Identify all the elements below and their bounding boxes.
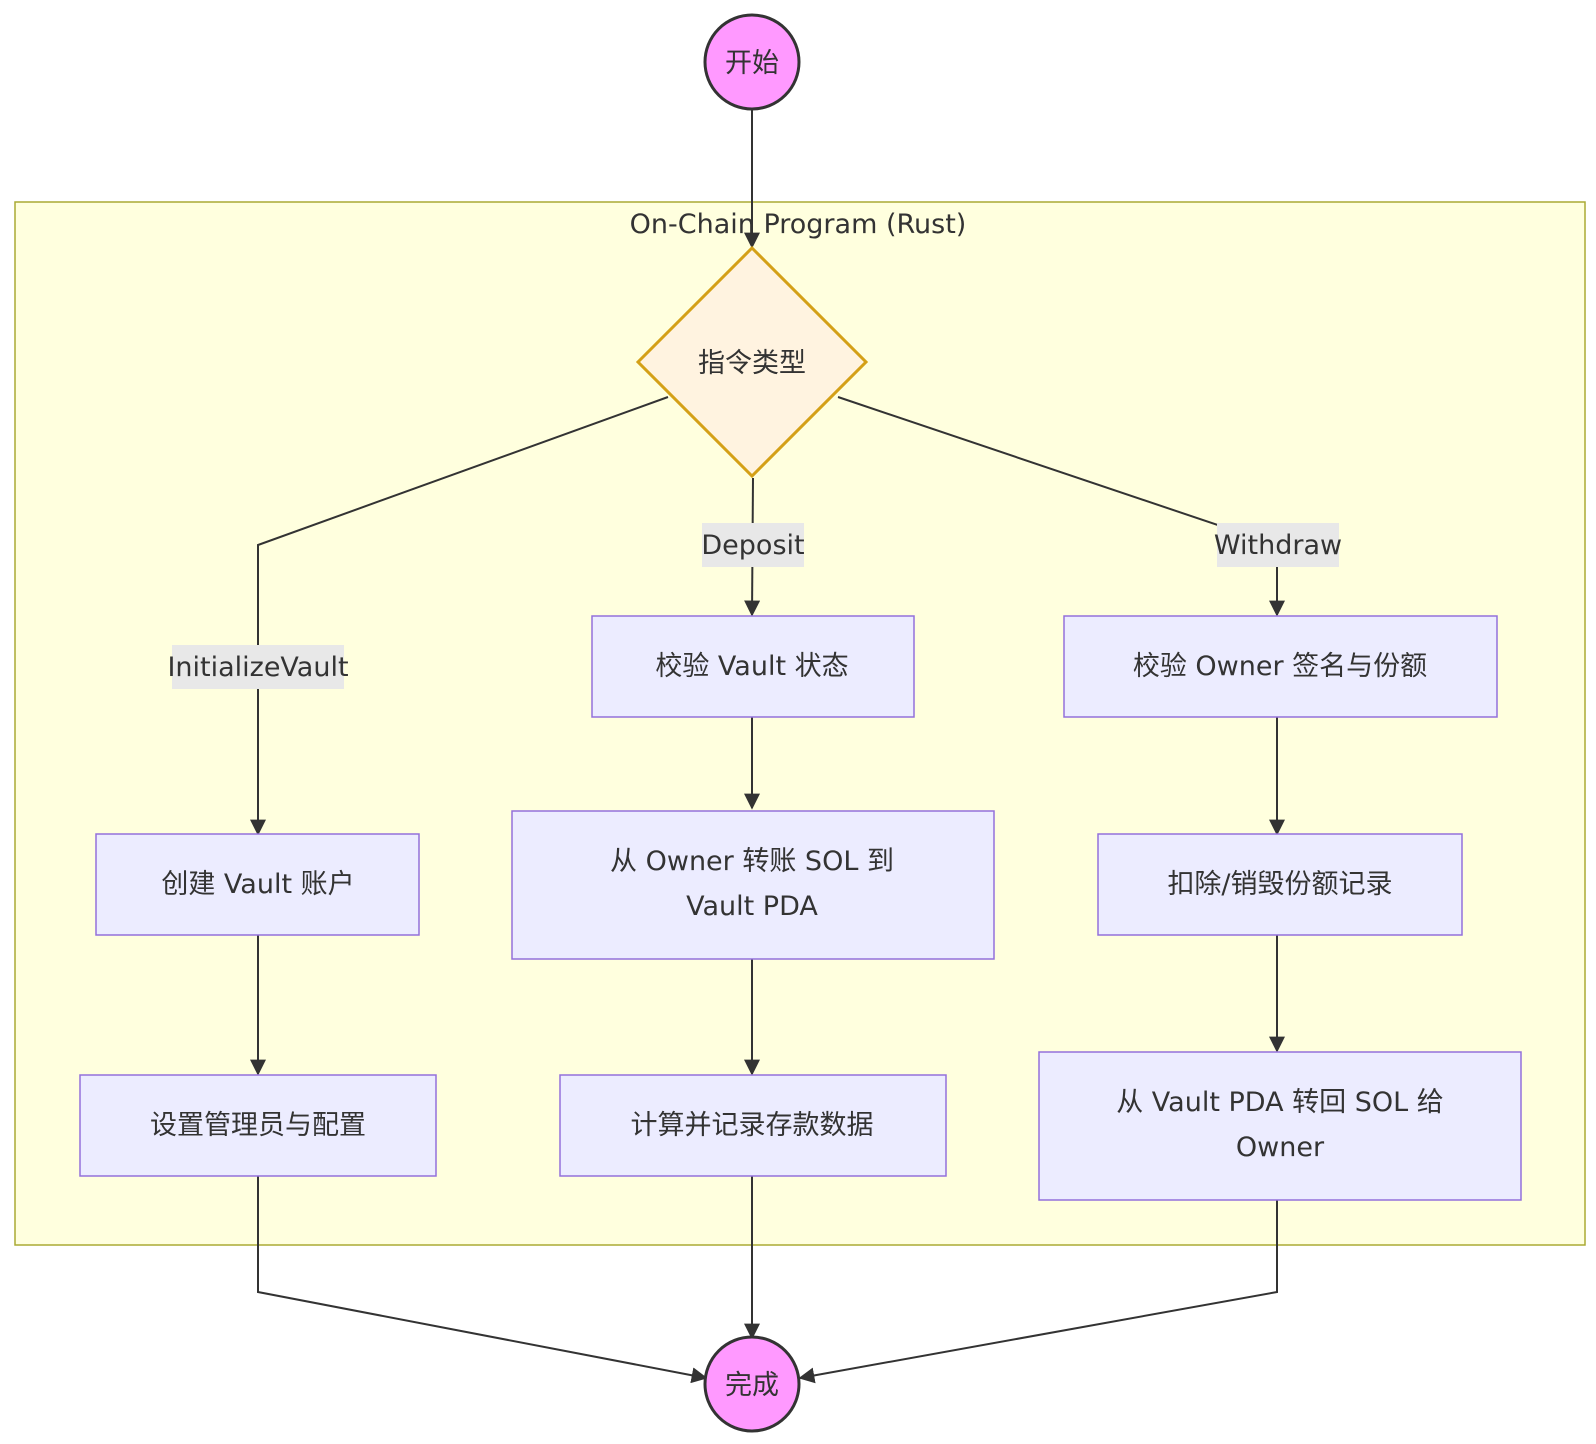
- svg-text:创建 Vault 账户: 创建 Vault 账户: [161, 869, 354, 900]
- svg-text:指令类型: 指令类型: [698, 348, 806, 379]
- svg-text:从 Vault PDA 转回 SOL 给: 从 Vault PDA 转回 SOL 给: [1116, 1087, 1444, 1118]
- init-config-node: 设置管理员与配置: [79, 1074, 437, 1177]
- svg-text:InitializeVault: InitializeVault: [167, 652, 348, 683]
- edge-label-deposit: Deposit: [701, 523, 805, 567]
- svg-text:开始: 开始: [725, 48, 779, 79]
- edge-decision-init: [250, 396, 669, 836]
- wd-check-node: 校验 Owner 签名与份额: [1063, 615, 1498, 718]
- svg-text:完成: 完成: [725, 1370, 779, 1401]
- edge-label-withdraw: Withdraw: [1214, 523, 1342, 567]
- edge-wd-end: [798, 1199, 1278, 1384]
- svg-text:扣除/销毁份额记录: 扣除/销毁份额记录: [1167, 869, 1392, 900]
- svg-text:从 Owner 转账 SOL 到: 从 Owner 转账 SOL 到: [610, 846, 894, 877]
- svg-text:Withdraw: Withdraw: [1214, 530, 1342, 561]
- dep-transfer-node: 从 Owner 转账 SOL 到 Vault PDA: [511, 810, 995, 960]
- svg-text:设置管理员与配置: 设置管理员与配置: [150, 1110, 366, 1141]
- svg-text:Vault PDA: Vault PDA: [686, 891, 818, 922]
- end-node: 完成: [703, 1335, 801, 1433]
- edge-init-end: [257, 1176, 708, 1384]
- dep-check-node: 校验 Vault 状态: [591, 615, 915, 718]
- edge-label-initialize: InitializeVault: [167, 645, 349, 689]
- svg-text:Deposit: Deposit: [701, 530, 804, 561]
- svg-text:校验 Owner 签名与份额: 校验 Owner 签名与份额: [1133, 651, 1427, 682]
- wd-burn-node: 扣除/销毁份额记录: [1097, 833, 1463, 936]
- init-create-node: 创建 Vault 账户: [95, 833, 420, 936]
- cluster-title: On-Chain Program (Rust): [630, 209, 967, 240]
- svg-text:校验 Vault 状态: 校验 Vault 状态: [655, 651, 848, 682]
- svg-text:Owner: Owner: [1236, 1132, 1325, 1163]
- svg-text:计算并记录存款数据: 计算并记录存款数据: [631, 1110, 874, 1141]
- decision-node: 指令类型: [635, 245, 869, 479]
- dep-record-node: 计算并记录存款数据: [559, 1074, 947, 1177]
- wd-transfer-node: 从 Vault PDA 转回 SOL 给 Owner: [1038, 1051, 1522, 1201]
- start-node: 开始: [703, 13, 801, 111]
